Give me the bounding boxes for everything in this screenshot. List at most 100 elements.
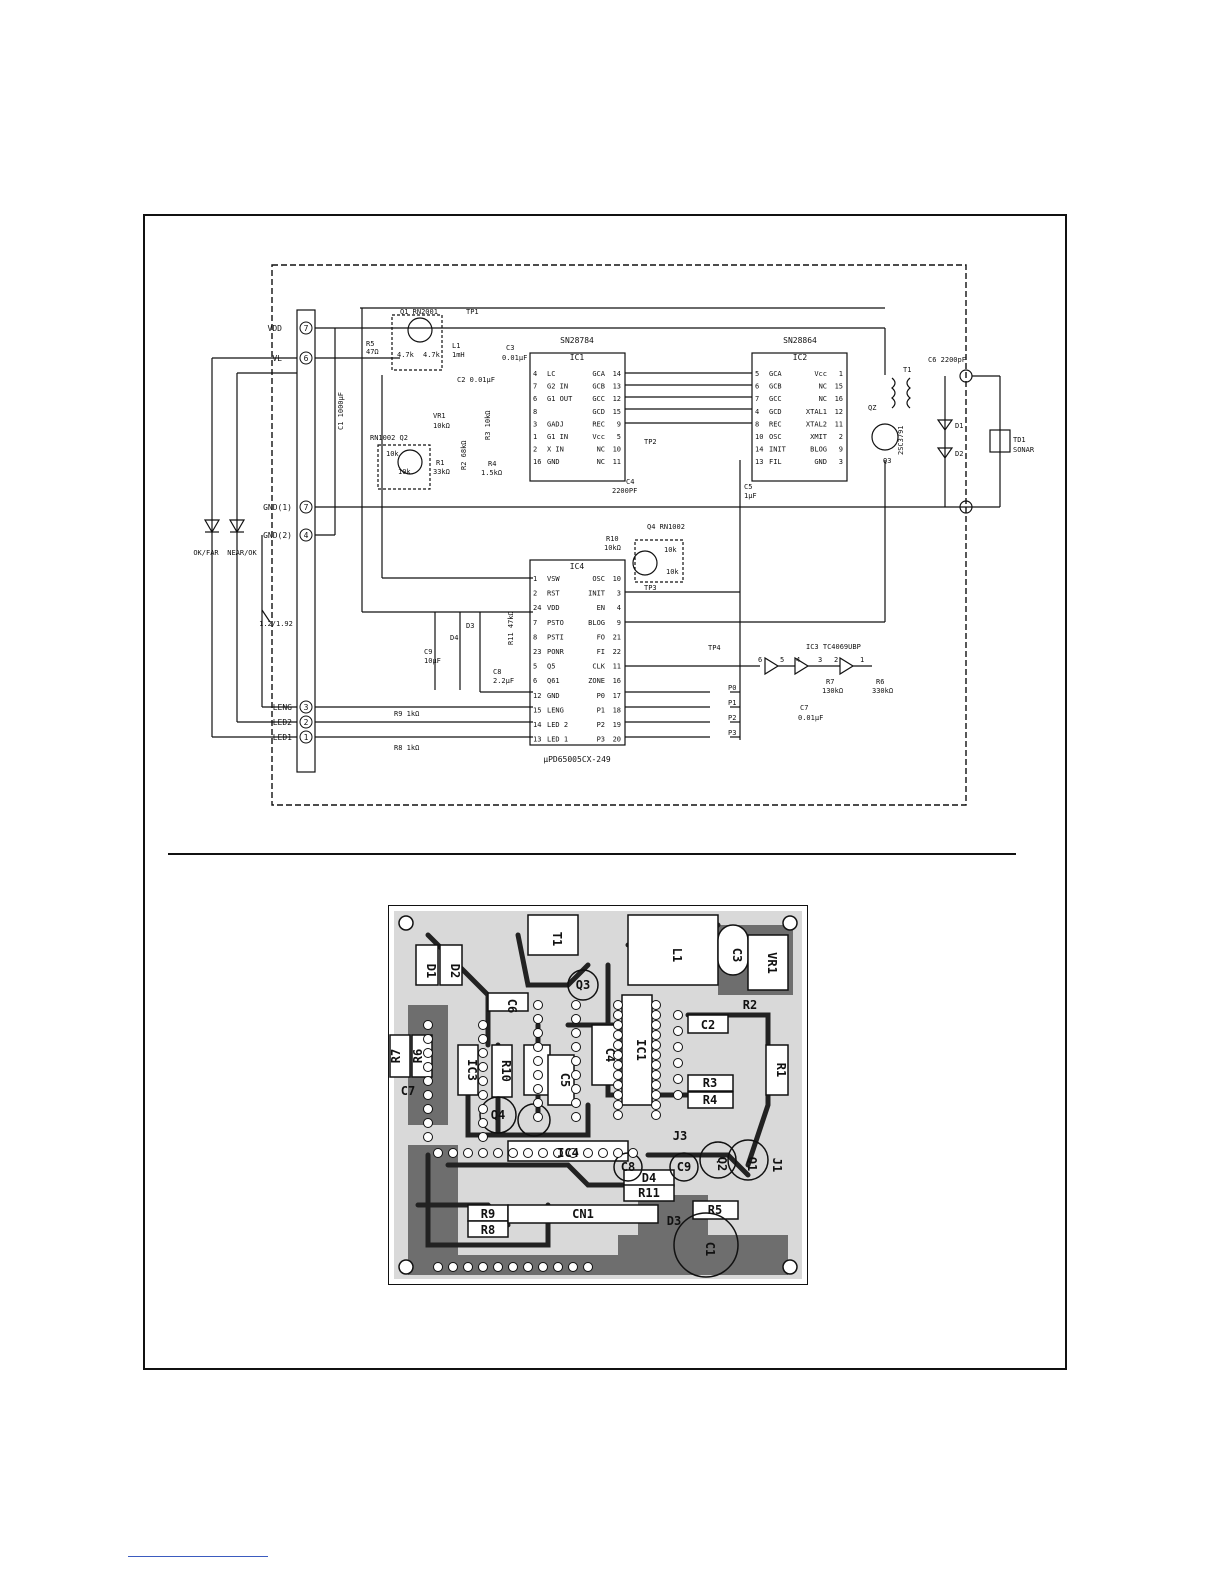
r4-value: 1.5kΩ [481,469,502,477]
r10-name: R10 [606,535,619,543]
ic4-left-pin-num: 7 [533,619,537,627]
ic4-part: μPD65005CX-249 [543,755,611,764]
pcb-pad [571,1070,581,1080]
pcb-pad [613,1060,623,1070]
ic1-right-pin-num: 9 [617,420,621,428]
pcb-pad [673,1058,683,1068]
r7-name: R7 [826,678,834,686]
ic4-right-pin-num: 3 [617,590,621,598]
ic1-left-pin-num: 8 [533,408,537,416]
ic3-pin4: 4 [796,656,800,664]
pcb-pad [583,1148,593,1158]
pcb-pad [423,1048,433,1058]
pcb-pad [613,1000,623,1010]
pcb-label-d2: D2 [448,964,462,978]
ic4-right-pin-label: FI [597,648,605,656]
tp3-label: TP3 [644,584,657,592]
pcb-pad [478,1034,488,1044]
pcb-pad [493,1262,503,1272]
pin-label-leng: LENG [273,703,292,712]
ic2-right-pin-num: 1 [839,370,843,378]
q1-label: Q1 RN2001 [400,308,438,316]
pcb-pad [628,1148,638,1158]
c5-name: C5 [744,483,752,491]
pcb-pad [478,1262,488,1272]
qz-label: QZ [868,404,876,412]
ic2-right-pin-label: BLOG [810,446,827,454]
pcb-pad [651,1050,661,1060]
ic1-right-pin-num: 15 [613,408,621,416]
pcb-label-r10: R10 [499,1060,513,1082]
pcb-label-c4: C4 [603,1048,617,1062]
ic1-right-pin-num: 14 [613,370,621,378]
d1-label: D1 [955,422,963,430]
ic4-left-pin-num: 2 [533,590,537,598]
ic4-right-pin-label: BLOG [588,619,605,627]
ic4-right-pin-num: 21 [613,633,621,641]
pcb-label-r2: R2 [743,998,757,1012]
pin-num-led1: 1 [304,733,309,742]
c3-value: 0.01μF [502,354,527,362]
ic4-right-pin-num: 4 [617,604,621,612]
r6-value: 330kΩ [872,687,893,695]
ic1-right-pin-num: 11 [613,458,621,466]
pcb-pad [571,1042,581,1052]
ic2-left-pin-label: OSC [769,433,782,441]
pcb-label-r8: R8 [481,1223,495,1237]
ic4-right-pin-num: 20 [613,736,621,744]
ic2-left-pin-num: 7 [755,395,759,403]
ic2-right-pin-label: GND [814,458,827,466]
r4-name: R4 [488,460,496,468]
pin-num-vl: 6 [304,354,309,363]
pcb-pad [423,1118,433,1128]
pcb-pad [538,1262,548,1272]
pin-num-leng: 3 [304,703,309,712]
r6-name: R6 [876,678,884,686]
ic1-left-pin-num: 16 [533,458,541,466]
pcb-pad [533,1014,543,1024]
tp2-label: TP2 [644,438,657,446]
ic1-left-pin-num: 2 [533,446,537,454]
pcb-pad [493,1148,503,1158]
c6-label: C6 2200pF [928,356,966,364]
q2-label: RN1002 Q2 [370,434,408,442]
c5-value: 1μF [744,492,757,500]
c4-value: 2200PF [612,487,637,495]
ic4-left-pin-label: LED 2 [547,721,568,729]
ic4-left-pin-num: 14 [533,721,541,729]
ic4-right-pin-num: 22 [613,648,621,656]
ic4-left-pin-label: LED 1 [547,736,568,744]
q4-r1-label: 10k [664,546,677,554]
pcb-pad [448,1262,458,1272]
pin-num-gnd2: 4 [304,531,309,540]
pcb-pad [533,1028,543,1038]
pcb-label-c3: C3 [730,948,744,962]
ic2-right-pin-label: Vcc [814,370,827,378]
ic2-right-pin-num: 15 [835,383,843,391]
pcb-pad [651,1000,661,1010]
pin-label-led1: LED1 [273,733,292,742]
vr1-name: VR1 [433,412,446,420]
ic4-right-pin-label: EN [597,604,605,612]
q2-r1-label: 10k [386,450,399,458]
ic4-left-pin-num: 6 [533,677,537,685]
pcb-pad [651,1090,661,1100]
ic2-left-pin-label: GCA [769,370,782,378]
pcb-label-q4: Q4 [491,1108,505,1122]
circuit-schematic: VDD VL GND(1) GND(2) LENG LED2 LED1 7 6 … [193,264,1035,806]
c9-value: 10μF [424,657,441,665]
pcb-pad [571,1056,581,1066]
ic2-left-pin-label: GCD [769,408,782,416]
ic1-left-pin-num: 7 [533,383,537,391]
ic2-right-pin-label: XTAL1 [806,408,827,416]
tp4-label: TP4 [708,644,721,652]
pcb-pad [673,1090,683,1100]
c7-value: 0.01μF [798,714,823,722]
ic4-right-pin-label: P2 [597,721,605,729]
d2-label: D2 [955,450,963,458]
pcb-pad [478,1090,488,1100]
pcb-pad [673,1042,683,1052]
ic1-left-pin-num: 3 [533,420,537,428]
pcb-label-d1: D1 [424,964,438,978]
pcb-pad [478,1148,488,1158]
